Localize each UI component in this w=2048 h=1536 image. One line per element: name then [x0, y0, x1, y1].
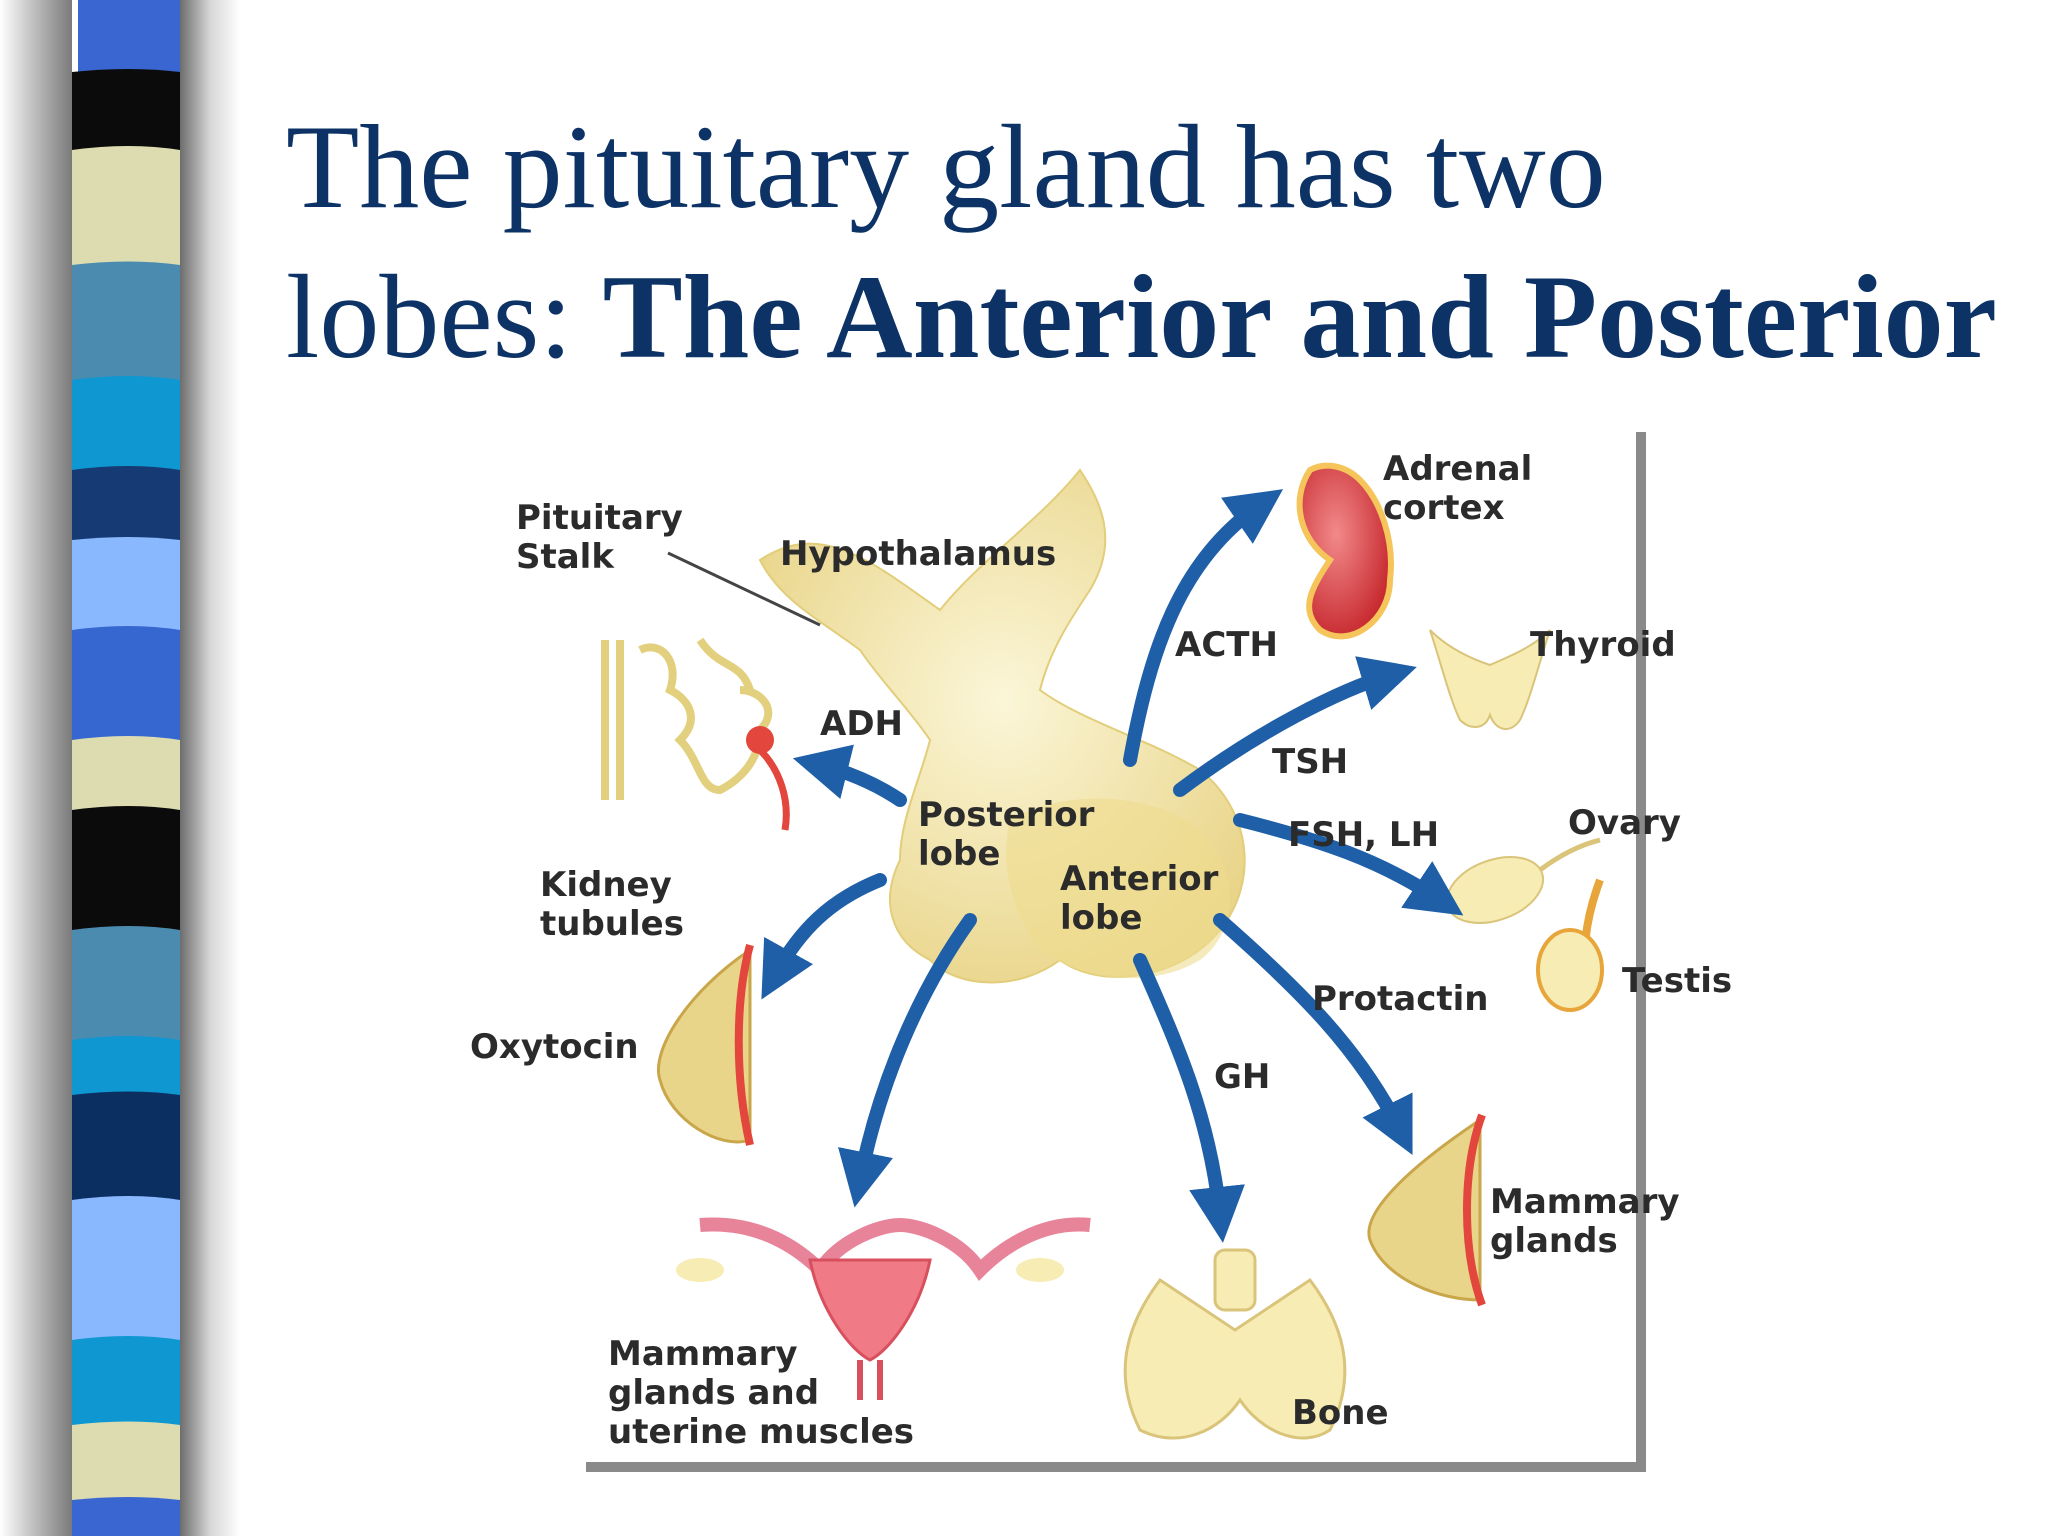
- label-anterior-1: Anterior: [1060, 859, 1219, 899]
- thyroid-organ: [1429, 629, 1551, 730]
- breast-organ-right: [1367, 1113, 1486, 1307]
- title-line-1: The pituitary gland has two: [286, 100, 1606, 233]
- pelvis-bone-organ: [1123, 1248, 1347, 1440]
- label-kidney-1: Kidney: [540, 865, 672, 905]
- label-pituitary-stalk-1: Pituitary: [516, 498, 683, 538]
- label-mammary-right-2: glands: [1490, 1221, 1618, 1261]
- label-adrenal-1: Adrenal: [1383, 449, 1532, 489]
- label-pituitary-stalk-2: Stalk: [516, 537, 615, 577]
- arrow-adh: [792, 744, 907, 807]
- stalk-pointer-line: [667, 551, 821, 627]
- arrow-uterine: [838, 913, 977, 1208]
- label-gh: GH: [1214, 1057, 1270, 1097]
- arrow-acth: [1123, 489, 1284, 767]
- label-acth: ACTH: [1175, 625, 1278, 665]
- label-kidney-2: tubules: [540, 904, 684, 944]
- arrow-prolactin: [1213, 913, 1413, 1156]
- diagram-labels: Pituitary Stalk Hypothalamus Adrenal cor…: [470, 449, 1732, 1452]
- testis-organ: [1536, 878, 1604, 1012]
- label-mammary-bottom-3: uterine muscles: [608, 1412, 914, 1452]
- hormone-arrows: [761, 489, 1464, 1243]
- label-oxytocin: Oxytocin: [470, 1027, 639, 1067]
- label-ovary: Ovary: [1568, 803, 1681, 843]
- label-tsh: TSH: [1272, 742, 1348, 782]
- label-posterior-2: lobe: [918, 834, 1000, 874]
- label-anterior-2: lobe: [1060, 898, 1142, 938]
- arrow-oxytocin: [761, 873, 887, 1000]
- label-posterior-1: Posterior: [918, 795, 1095, 835]
- label-protactin: Protactin: [1312, 979, 1489, 1019]
- label-adh: ADH: [820, 704, 903, 744]
- adrenal-cortex-organ: [1296, 462, 1394, 640]
- breast-organ-left: [657, 943, 754, 1146]
- slide-title: The pituitary gland has two lobes: The A…: [286, 92, 2006, 392]
- hypothalamus-and-pituitary-shape: [758, 468, 1246, 984]
- decorative-stripe-bar: [0, 0, 240, 1536]
- arrow-gh: [1133, 953, 1245, 1243]
- label-adrenal-2: cortex: [1383, 488, 1505, 528]
- arrow-fsh-lh: [1233, 813, 1464, 916]
- title-line-2-prefix: lobes:: [286, 250, 603, 383]
- ovary-organ: [1445, 837, 1601, 924]
- label-thyroid: Thyroid: [1530, 625, 1676, 665]
- kidney-tubules-organ: [601, 637, 790, 831]
- label-fsh-lh: FSH, LH: [1288, 815, 1439, 855]
- diagram-frame: [586, 432, 1646, 1472]
- label-mammary-bottom-1: Mammary: [608, 1334, 798, 1374]
- arrow-tsh: [1173, 656, 1417, 797]
- label-bone: Bone: [1292, 1393, 1389, 1433]
- label-mammary-bottom-2: glands and: [608, 1373, 819, 1413]
- uterus-organ: [676, 1217, 1091, 1400]
- label-testis: Testis: [1622, 961, 1732, 1001]
- label-mammary-right-1: Mammary: [1490, 1182, 1680, 1222]
- title-line-2-bold: The Anterior and Posterior: [602, 250, 1997, 383]
- label-hypothalamus: Hypothalamus: [780, 534, 1056, 574]
